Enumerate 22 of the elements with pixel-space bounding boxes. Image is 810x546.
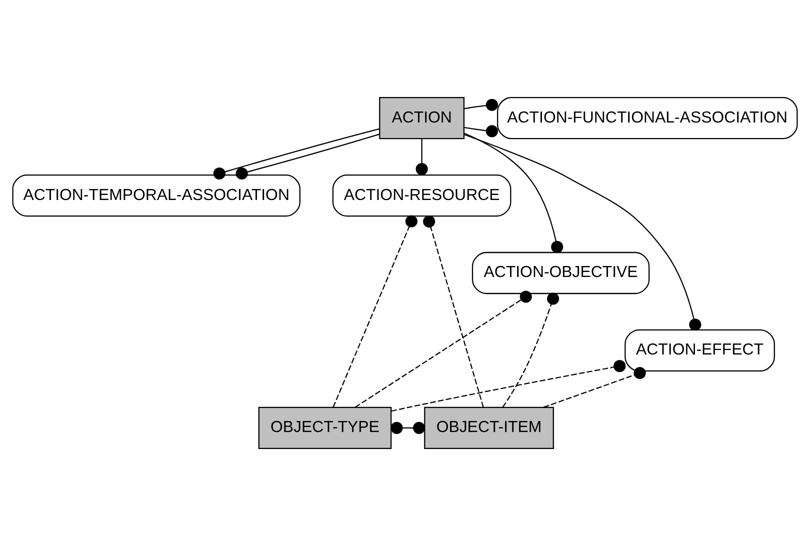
node-box: ACTION-OBJECTIVE bbox=[472, 252, 650, 294]
node-box: OBJECT-TYPE bbox=[258, 406, 392, 450]
connector bbox=[464, 134, 702, 331]
connector bbox=[464, 125, 498, 138]
connector bbox=[502, 292, 560, 408]
connector bbox=[423, 216, 484, 408]
connector bbox=[236, 134, 380, 180]
connector bbox=[391, 360, 626, 412]
connector bbox=[464, 132, 564, 253]
node-box: OBJECT-ITEM bbox=[424, 406, 554, 450]
node-box: ACTION-RESOURCE bbox=[332, 174, 512, 217]
node-box: ACTION-EFFECT bbox=[624, 329, 775, 372]
connector bbox=[416, 138, 428, 176]
node-box: ACTION-TEMPORAL-ASSOCIATION bbox=[12, 174, 300, 217]
connector bbox=[354, 290, 532, 408]
connector bbox=[543, 366, 646, 408]
connector bbox=[213, 128, 380, 180]
node-box: ACTION bbox=[379, 96, 465, 140]
node-box: ACTION-FUNCTIONAL-ASSOCIATION bbox=[497, 96, 798, 140]
connector bbox=[464, 98, 498, 111]
connector bbox=[390, 422, 426, 434]
connector bbox=[332, 215, 418, 408]
